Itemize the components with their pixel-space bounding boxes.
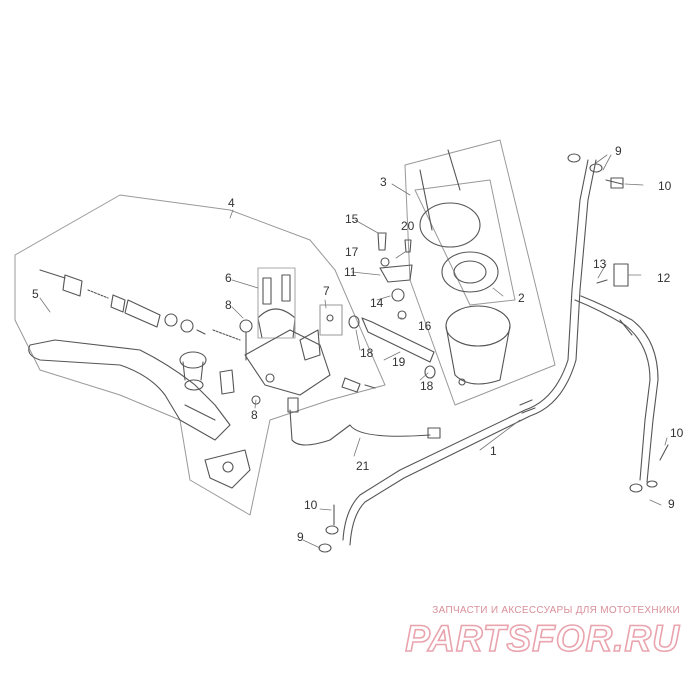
reservoir-hose bbox=[348, 315, 436, 379]
callout-19: 19 bbox=[392, 355, 406, 369]
watermark-tagline: ЗАПЧАСТИ И АКСЕССУАРЫ ДЛЯ МОТОТЕХНИКИ bbox=[432, 605, 680, 616]
callout-11: 11 bbox=[344, 265, 357, 279]
callout-14: 14 bbox=[370, 296, 384, 310]
callout-10: 10 bbox=[304, 498, 318, 512]
callout-20: 20 bbox=[401, 219, 415, 233]
callout-9: 9 bbox=[615, 144, 622, 158]
reservoir-fittings bbox=[377, 232, 413, 320]
reservoir-outline bbox=[404, 139, 556, 406]
callout-21: 21 bbox=[356, 459, 370, 473]
callout-8: 8 bbox=[251, 408, 258, 422]
callout-13: 13 bbox=[593, 257, 607, 271]
microswitch bbox=[319, 304, 376, 393]
watermark-logo: PARTSFOR.RU bbox=[404, 617, 680, 660]
pivot-pin bbox=[212, 319, 261, 405]
callout-5: 5 bbox=[32, 287, 39, 301]
callout-10: 10 bbox=[658, 179, 672, 193]
callout-4: 4 bbox=[228, 196, 235, 210]
callout-10: 10 bbox=[670, 426, 684, 440]
callout-18: 18 bbox=[360, 346, 374, 360]
brake-hose bbox=[342, 159, 659, 546]
leader-lines bbox=[39, 154, 668, 549]
callout-1: 1 bbox=[490, 444, 497, 458]
callout-6: 6 bbox=[225, 271, 232, 285]
callout-17: 17 bbox=[345, 245, 359, 259]
adjuster-knob bbox=[179, 351, 207, 391]
callout-9: 9 bbox=[668, 497, 675, 511]
callout-12: 12 bbox=[657, 271, 671, 285]
piston-assembly bbox=[39, 269, 206, 335]
master-cylinder-body bbox=[244, 329, 331, 396]
banjo-fittings bbox=[318, 153, 669, 553]
callout-9: 9 bbox=[297, 530, 304, 544]
reservoir-cap bbox=[419, 149, 499, 293]
callout-15: 15 bbox=[345, 212, 359, 226]
callout-16: 16 bbox=[418, 319, 432, 333]
lever-assembly-outline bbox=[14, 194, 386, 516]
brake-lever bbox=[28, 339, 231, 441]
switch-cable bbox=[287, 397, 441, 446]
clamp-and-bolts bbox=[257, 267, 296, 339]
callout-3: 3 bbox=[380, 175, 387, 189]
reservoir-body bbox=[445, 305, 511, 386]
callout-2: 2 bbox=[518, 291, 525, 305]
callout-8: 8 bbox=[225, 298, 232, 312]
pivot-bracket bbox=[204, 449, 251, 489]
callout-18: 18 bbox=[420, 379, 434, 393]
callout-7: 7 bbox=[323, 284, 330, 298]
